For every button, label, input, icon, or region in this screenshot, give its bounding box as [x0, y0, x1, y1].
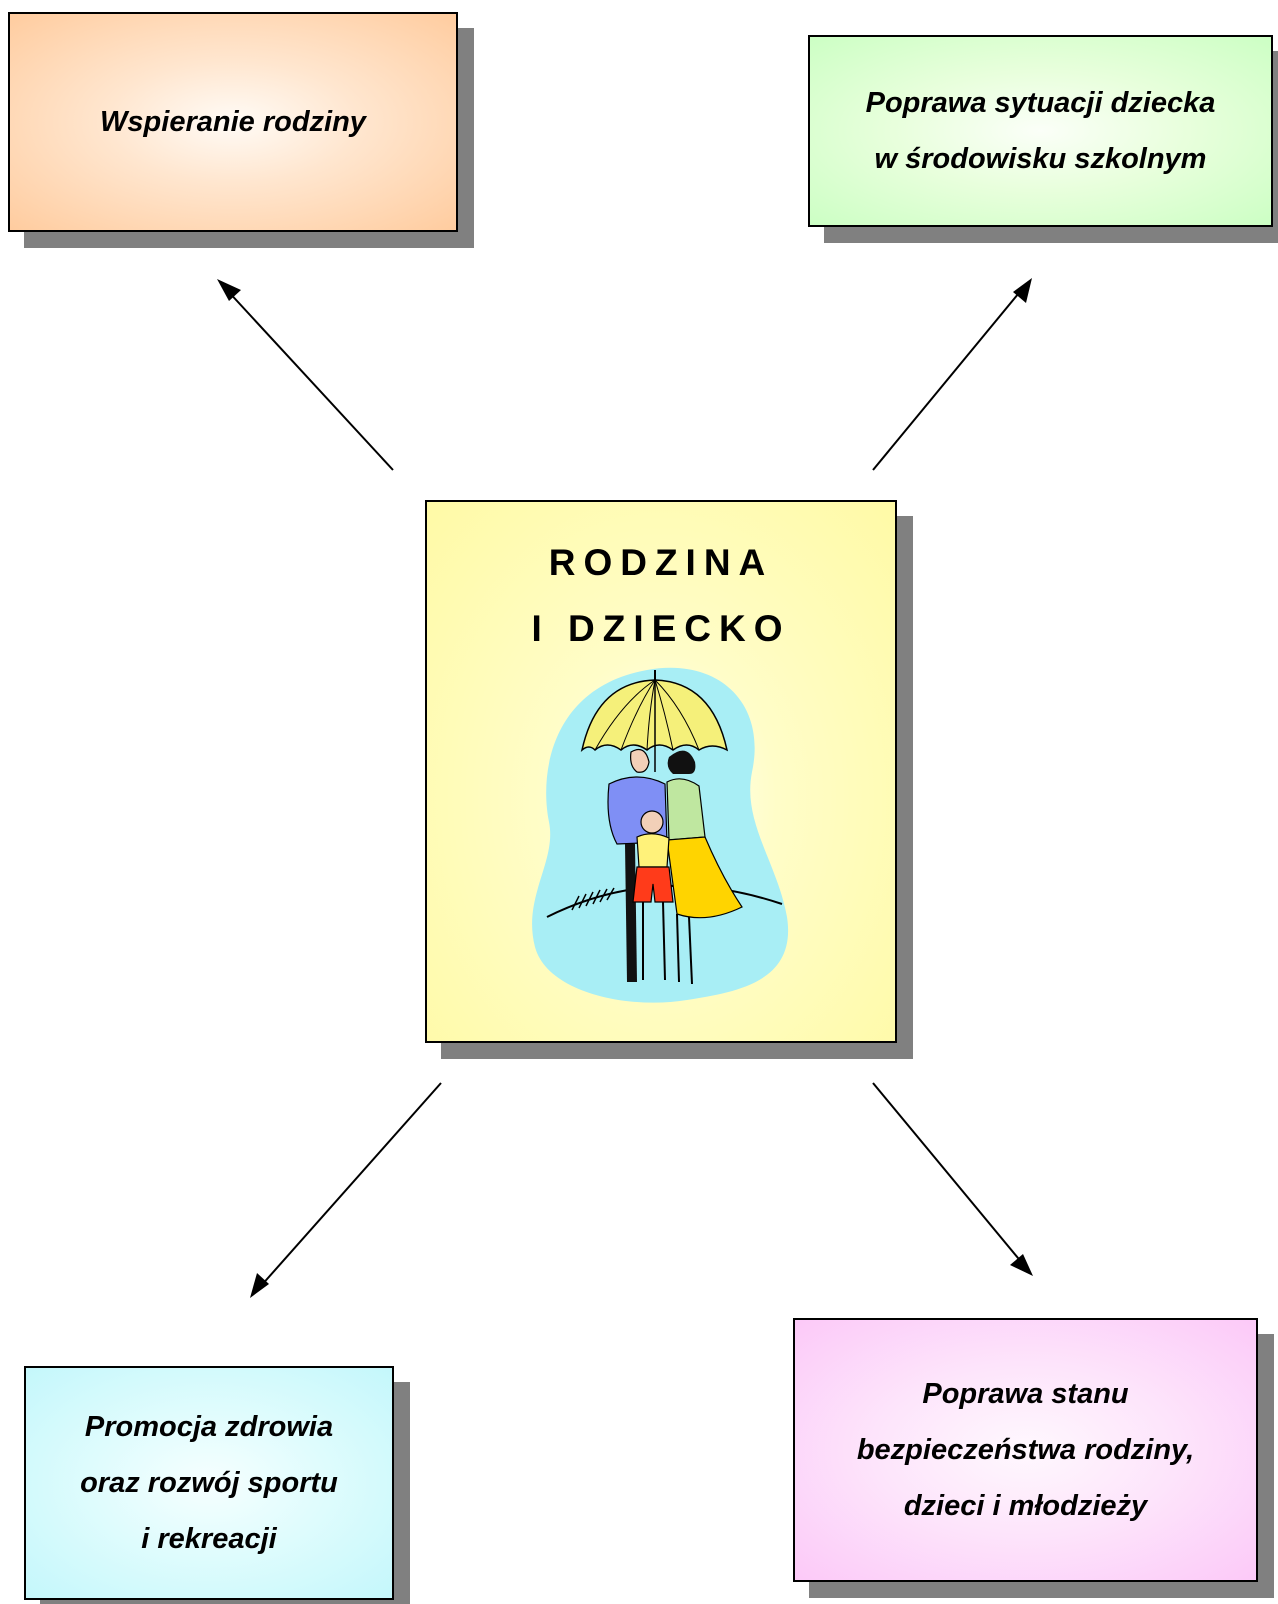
arrow-to-bottom-right	[872, 1082, 1033, 1276]
box-line: i rekreacji	[141, 1523, 277, 1555]
center-title-line2: I DZIECKO	[531, 608, 791, 649]
woman-leg	[676, 913, 680, 983]
woman-hair	[667, 750, 696, 774]
arrow-to-top-right	[872, 278, 1032, 471]
box-promocja-zdrowia: Promocja zdrowia oraz rozwój sportu i re…	[24, 1366, 394, 1600]
center-title: RODZINA I DZIECKO	[427, 530, 895, 662]
box-text: Poprawa stanu bezpieczeństwa rodziny, dz…	[857, 1366, 1194, 1534]
man-legs	[625, 844, 637, 982]
box-line: Promocja zdrowia	[84, 1411, 334, 1443]
box-line: bezpieczeństwa rodziny,	[856, 1434, 1195, 1466]
family-umbrella-illustration	[532, 667, 789, 1003]
box-line: oraz rozwój sportu	[80, 1467, 338, 1499]
grass-hatch	[571, 887, 615, 911]
man-head	[630, 749, 650, 773]
box-line: w środowisku szkolnym	[874, 143, 1207, 175]
box-line: Wspieranie rodziny	[100, 106, 366, 138]
woman-skirt	[666, 836, 743, 919]
umbrella-ribs	[594, 679, 700, 751]
box-line: Poprawa sytuacji dziecka	[865, 87, 1216, 119]
box-text: Wspieranie rodziny	[100, 94, 366, 150]
child-shirt	[636, 833, 670, 868]
arrow-to-bottom-left	[250, 1082, 442, 1298]
woman-leg	[688, 916, 693, 985]
box-text: Promocja zdrowia oraz rozwój sportu i re…	[80, 1399, 338, 1567]
center-box-rodzina-i-dziecko: RODZINA I DZIECKO	[425, 500, 897, 1043]
woman-dress-top	[666, 778, 706, 841]
box-line: dzieci i młodzieży	[903, 1490, 1148, 1522]
box-poprawa-sytuacji-dziecka: Poprawa sytuacji dziecka w środowisku sz…	[808, 35, 1273, 227]
child-head	[640, 810, 664, 834]
box-text: Poprawa sytuacji dziecka w środowisku sz…	[866, 75, 1216, 187]
box-wspieranie-rodziny: Wspieranie rodziny	[8, 12, 458, 232]
arrow-to-top-left	[217, 279, 394, 471]
box-line: Poprawa stanu	[922, 1378, 1129, 1410]
center-title-line1: RODZINA	[548, 542, 774, 583]
child-leg	[662, 901, 666, 981]
box-poprawa-bezpieczenstwa: Poprawa stanu bezpieczeństwa rodziny, dz…	[793, 1318, 1258, 1582]
child-shorts	[632, 866, 674, 903]
